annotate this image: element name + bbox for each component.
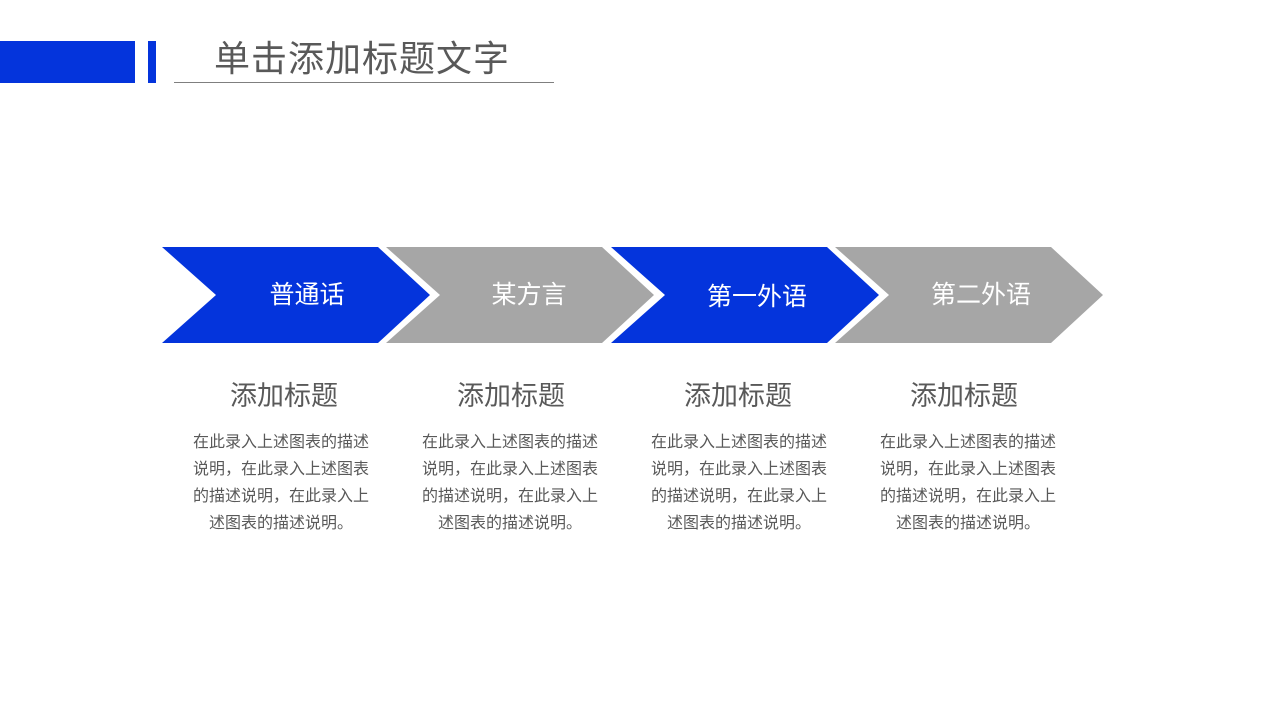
step-arrow-4-shape [835,247,1103,343]
step-label-2[interactable]: 某方言 [491,280,567,309]
step-arrow-3 [611,247,879,343]
step-description-4[interactable]: 在此录入上述图表的描述说明，在此录入上述图表的描述说明，在此录入上述图表的描述说… [879,432,1056,532]
step-title-4[interactable]: 添加标题 [910,381,1018,412]
step-arrow-1-shape [162,247,430,343]
step-title-2[interactable]: 添加标题 [457,381,565,412]
step-title-1[interactable]: 添加标题 [230,381,338,412]
step-description-1[interactable]: 在此录入上述图表的描述说明，在此录入上述图表的描述说明，在此录入上述图表的描述说… [192,432,369,532]
step-description-2[interactable]: 在此录入上述图表的描述说明，在此录入上述图表的描述说明，在此录入上述图表的描述说… [421,432,598,532]
step-arrow-1 [162,247,430,343]
step-arrow-3-shape [611,247,879,343]
step-arrow-4 [835,247,1103,343]
step-label-1[interactable]: 普通话 [269,280,345,309]
page-title[interactable]: 单击添加标题文字 [214,39,511,80]
step-label-4[interactable]: 第二外语 [930,280,1031,309]
step-description-3[interactable]: 在此录入上述图表的描述说明，在此录入上述图表的描述说明，在此录入上述图表的描述说… [650,432,827,532]
step-title-3[interactable]: 添加标题 [684,381,792,412]
step-arrow-2-shape [386,247,654,343]
step-label-3[interactable]: 第一外语 [706,282,807,311]
title-underline [174,82,554,83]
step-arrow-2 [386,247,654,343]
header-accent-bar [148,41,156,83]
header-accent-block [0,41,135,83]
